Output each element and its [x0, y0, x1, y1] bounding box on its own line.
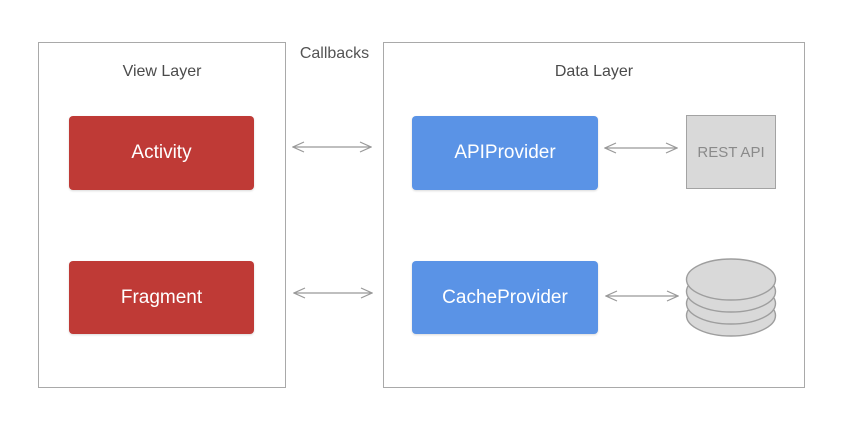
apiprovider-restapi-arrow-icon — [604, 142, 678, 154]
data-layer-title: Data Layer — [554, 63, 634, 80]
view-layer-title: View Layer — [122, 63, 202, 80]
callbacks-label: Callbacks — [299, 45, 370, 62]
activity-node: Activity — [69, 116, 254, 190]
cacheprovider-node: CacheProvider — [412, 261, 598, 334]
rest-api-box: REST API — [686, 115, 776, 189]
apiprovider-node: APIProvider — [412, 116, 598, 190]
activity-apiprovider-arrow-icon — [292, 141, 372, 153]
view-layer-box: View Layer — [38, 42, 286, 388]
rest-api-label: REST API — [697, 143, 765, 161]
cacheprovider-database-arrow-icon — [605, 290, 679, 302]
database-cylinder-icon — [685, 258, 777, 337]
fragment-node: Fragment — [69, 261, 254, 334]
fragment-cacheprovider-arrow-icon — [293, 287, 373, 299]
